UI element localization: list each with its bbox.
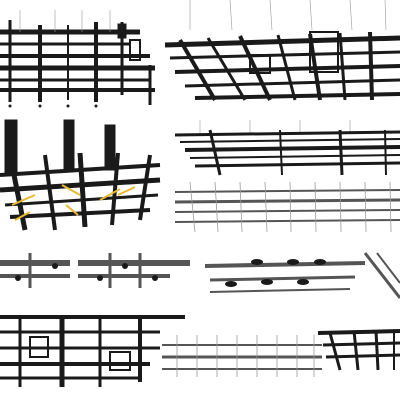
ceiling-pipe-render-1 xyxy=(0,10,160,110)
ceiling-pipe-render-4 xyxy=(170,120,400,180)
ceiling-pipe-render-8 xyxy=(0,312,185,390)
ceiling-pipe-render-3 xyxy=(0,115,165,235)
ceiling-pipe-render-6 xyxy=(0,248,195,298)
ceiling-pipe-render-5 xyxy=(170,182,400,237)
ceiling-pipe-render-9 xyxy=(162,335,322,380)
ceiling-pipe-render-7 xyxy=(205,248,400,303)
ceiling-pipe-render-2 xyxy=(160,0,400,110)
ceiling-pipe-render-10 xyxy=(318,325,400,375)
